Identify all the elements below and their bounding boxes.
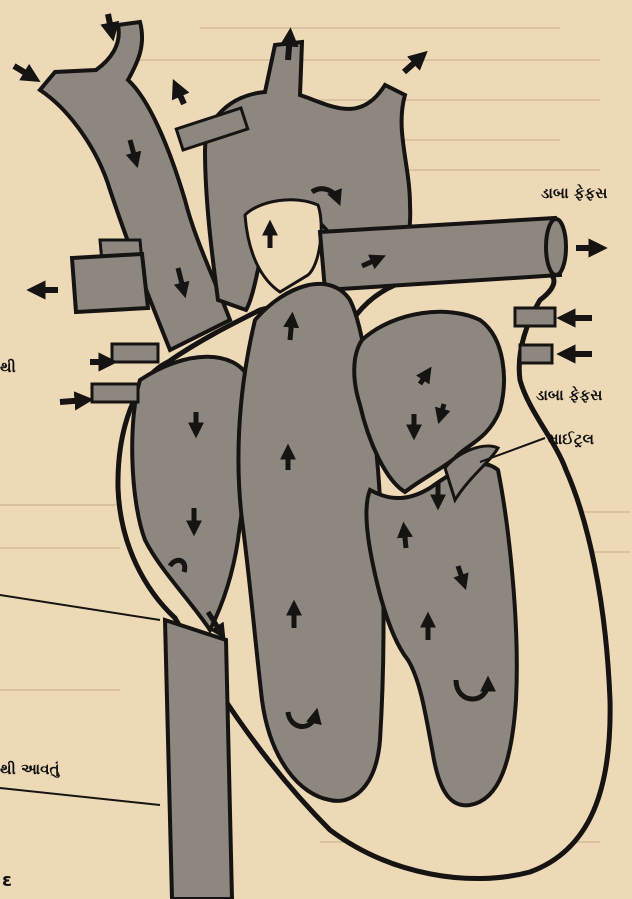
pulmonary-vein-left-1 (112, 344, 158, 362)
pulmonary-vein-right-2 (520, 345, 552, 363)
pulmonary-artery (320, 218, 560, 290)
inferior-vena-cava (165, 620, 232, 899)
pulmonary-vein-left-2 (92, 384, 138, 402)
label-bottom-left-partial: થી આવતું (0, 760, 59, 778)
pulmonary-artery-end (546, 219, 566, 275)
label-left-lung-bottom: ડાબા ફેફસ (536, 386, 602, 404)
label-left-partial: થી (0, 358, 16, 376)
label-left-lung-top: ડાબા ફેફસ (541, 184, 607, 202)
label-mitral-valve: માઈટ્રલ (548, 430, 594, 448)
page-corner-mark: ε (2, 870, 12, 891)
right-pulmonary-artery (72, 254, 148, 312)
pulmonary-vein-right-1 (515, 308, 555, 326)
